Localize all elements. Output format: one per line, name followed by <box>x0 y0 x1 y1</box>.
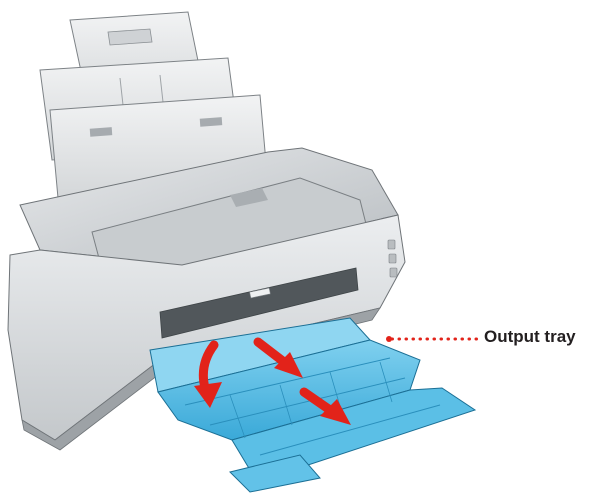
callout-dot <box>386 336 392 342</box>
pull-out-arrow-lower <box>299 387 351 425</box>
fold-down-arrow <box>194 340 222 408</box>
pull-out-arrow-upper <box>253 337 303 378</box>
output-tray-label: Output tray <box>484 327 576 346</box>
output-tray[interactable] <box>149 317 477 493</box>
